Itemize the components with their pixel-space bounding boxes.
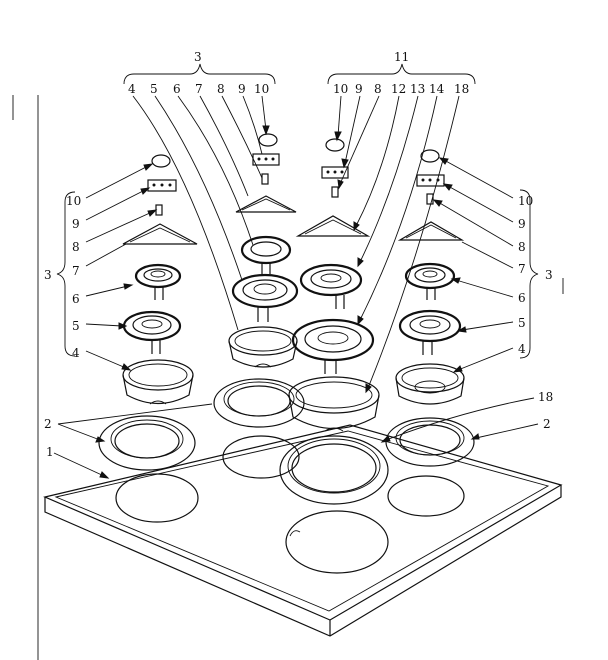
callout-top-right-5: 13 bbox=[410, 82, 425, 96]
terminal-block-left bbox=[147, 179, 177, 192]
terminal-block-center-left bbox=[252, 153, 280, 166]
callout-right-side-2: 9 bbox=[518, 217, 526, 231]
callout-left-side-2: 9 bbox=[72, 217, 80, 231]
element-bracket-center-right bbox=[295, 215, 371, 237]
receptacle-center-right bbox=[331, 186, 339, 198]
callout-top-right-6: 14 bbox=[429, 82, 445, 96]
callout-left-side-1: 10 bbox=[66, 194, 81, 208]
surface-element-center-large bbox=[231, 273, 299, 322]
panel-opening-front-left bbox=[115, 473, 199, 523]
cooktop-panel bbox=[43, 424, 563, 637]
surface-element-center-small bbox=[240, 235, 292, 274]
callout-trim-ring-left: 2 bbox=[44, 417, 52, 431]
element-bracket-right bbox=[397, 221, 465, 241]
callout-right-side-3: 8 bbox=[518, 240, 526, 254]
drip-pan-right-center bbox=[288, 376, 380, 432]
callout-right-side-4: 7 bbox=[518, 262, 526, 276]
callout-top-left-4: 7 bbox=[195, 82, 203, 96]
callout-top-left-1: 4 bbox=[128, 82, 136, 96]
surface-element-right-small bbox=[404, 262, 456, 300]
drip-pan-right-side bbox=[395, 363, 465, 405]
trim-ring-large bbox=[279, 435, 389, 505]
callout-left-side-5: 6 bbox=[72, 292, 80, 306]
callout-left-side-4: 7 bbox=[72, 264, 80, 278]
trim-ring-left-front bbox=[98, 415, 196, 471]
callout-top-right-1: 10 bbox=[333, 82, 348, 96]
receptacle-center-left bbox=[261, 173, 269, 185]
callout-cooktop-panel: 1 bbox=[46, 445, 54, 459]
callout-top-left-6: 9 bbox=[238, 82, 246, 96]
drip-pan-left-side bbox=[122, 359, 194, 405]
callout-top-left-5: 8 bbox=[217, 82, 225, 96]
callout-right-side-7: 4 bbox=[518, 342, 526, 356]
panel-opening-back-left bbox=[222, 435, 300, 479]
knob-right bbox=[420, 149, 440, 163]
callout-right-brace: 3 bbox=[545, 268, 553, 282]
surface-element-right-center-small bbox=[299, 263, 363, 309]
callout-top-right-7: 18 bbox=[454, 82, 469, 96]
callout-top-left-2: 5 bbox=[150, 82, 158, 96]
surface-element-left-large bbox=[122, 310, 182, 354]
element-bracket-left bbox=[122, 223, 198, 245]
callout-top-left-3: 6 bbox=[173, 82, 181, 96]
panel-opening-back-right bbox=[387, 475, 465, 517]
leader-lines bbox=[53, 95, 539, 479]
receptacle-left bbox=[155, 204, 163, 216]
callout-top-right-4: 12 bbox=[391, 82, 406, 96]
callout-right-side-5: 6 bbox=[518, 291, 526, 305]
surface-element-left-small bbox=[134, 263, 182, 300]
callout-brace-right-top: 11 bbox=[394, 50, 409, 64]
callout-left-brace: 3 bbox=[44, 268, 52, 282]
callout-top-right-3: 8 bbox=[374, 82, 382, 96]
callout-left-side-6: 5 bbox=[72, 319, 80, 333]
element-bracket-center-left bbox=[235, 195, 297, 213]
callout-right-side-6: 5 bbox=[518, 316, 526, 330]
brace-top-right bbox=[327, 63, 476, 85]
terminal-block-right bbox=[416, 174, 445, 187]
receptacle-right bbox=[426, 193, 434, 205]
callout-top-right-2: 9 bbox=[355, 82, 363, 96]
callout-top-left-7: 10 bbox=[254, 82, 269, 96]
knob-left bbox=[151, 154, 171, 168]
brace-top-left bbox=[123, 63, 276, 85]
brace-right-side bbox=[519, 189, 539, 359]
drip-pan-left-center bbox=[228, 326, 298, 368]
callout-labels: 3 11 4 5 6 7 8 9 10 10 9 8 12 13 14 18 1… bbox=[44, 50, 553, 459]
knob-center-right bbox=[325, 138, 345, 152]
knob-center-left bbox=[258, 133, 278, 147]
callout-trim-ring-right: 2 bbox=[543, 417, 551, 431]
brace-left-side bbox=[56, 191, 76, 357]
trim-ring-right bbox=[385, 417, 475, 467]
callout-left-side-7: 4 bbox=[72, 346, 80, 360]
callout-large-trim-ring: 18 bbox=[538, 390, 553, 404]
callout-right-side-1: 10 bbox=[518, 194, 533, 208]
terminal-block-center-right bbox=[321, 166, 349, 179]
panel-opening-front-right bbox=[285, 510, 389, 574]
surface-element-right-large bbox=[398, 309, 462, 355]
callout-brace-left-top: 3 bbox=[194, 50, 202, 64]
surface-element-right-center-large bbox=[291, 318, 375, 374]
callout-left-side-3: 8 bbox=[72, 240, 80, 254]
